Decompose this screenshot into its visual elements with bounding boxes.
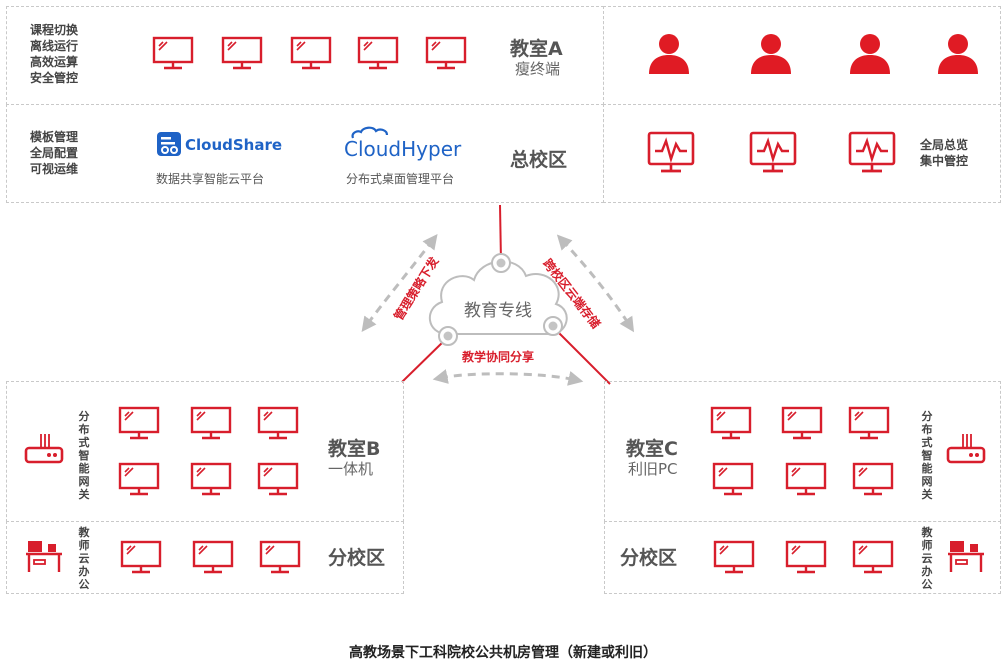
monitor-icon [852, 462, 894, 498]
branch-campus-b-title: 分校区 [328, 547, 386, 569]
education-network-label: 教育专线 [464, 301, 532, 321]
branch-campus-b-panel [6, 521, 404, 594]
monitor-icon [192, 540, 234, 576]
teacher-office-label: 教师云办公 [78, 526, 90, 591]
classroom-b-title: 教室B [328, 438, 381, 460]
gateway-label: 分布式智能网关 [78, 410, 90, 501]
classroom-b-subtitle: 一体机 [328, 460, 374, 478]
monitor-icon [120, 540, 162, 576]
monitor-icon [118, 462, 160, 498]
classroom-c-subtitle: 利旧PC [628, 460, 678, 478]
cloudshare-logo: CloudShare [185, 136, 283, 154]
classroom-c-title: 教室C [626, 438, 678, 460]
router-icon [946, 430, 986, 466]
classroom-a-subtitle: 瘦终端 [515, 60, 561, 78]
monitor-icon [785, 540, 827, 576]
monitor-icon [257, 406, 299, 442]
cloudhyper-cloud-icon [349, 124, 393, 139]
branch-campus-c-title: 分校区 [620, 547, 678, 569]
gateway-label: 分布式智能网关 [921, 410, 933, 501]
monitor-icon [852, 540, 894, 576]
teacher-desk-icon [24, 538, 64, 574]
router-icon [24, 430, 64, 466]
monitor-icon [785, 462, 827, 498]
monitor-icon [190, 406, 232, 442]
monitor-icon [712, 462, 754, 498]
cloudhyper-logo: CloudHyper [344, 137, 462, 161]
monitor-icon [259, 540, 301, 576]
monitor-icon [710, 406, 752, 442]
monitor-icon [257, 462, 299, 498]
cloudshare-logo-icon [156, 131, 182, 157]
monitor-icon [848, 406, 890, 442]
main-campus-features: 模板管理 全局配置 可视运维 [30, 130, 79, 176]
teaching-collab-label: 教学协同分享 [462, 350, 535, 364]
monitoring-features: 全局总览 集中管控 [920, 138, 969, 168]
monitoring-panel [603, 104, 1001, 203]
branch-campus-c-panel [604, 521, 1001, 594]
classroom-a-title: 教室A [510, 38, 563, 60]
classroom-a-features: 课程切换 离线运行 高效运算 安全管控 [30, 23, 79, 85]
monitor-icon [781, 406, 823, 442]
diagram-caption: 高教场景下工科院校公共机房管理（新建或利旧） [349, 645, 657, 661]
main-campus-title: 总校区 [510, 149, 568, 171]
monitor-icon [713, 540, 755, 576]
teacher-desk-icon [946, 538, 986, 574]
monitor-icon [118, 406, 160, 442]
cloudhyper-caption: 分布式桌面管理平台 [346, 172, 455, 186]
education-network-cloud [418, 246, 578, 356]
monitor-icon [190, 462, 232, 498]
cloudshare-caption: 数据共享智能云平台 [156, 172, 265, 186]
teacher-office-label: 教师云办公 [921, 526, 933, 591]
